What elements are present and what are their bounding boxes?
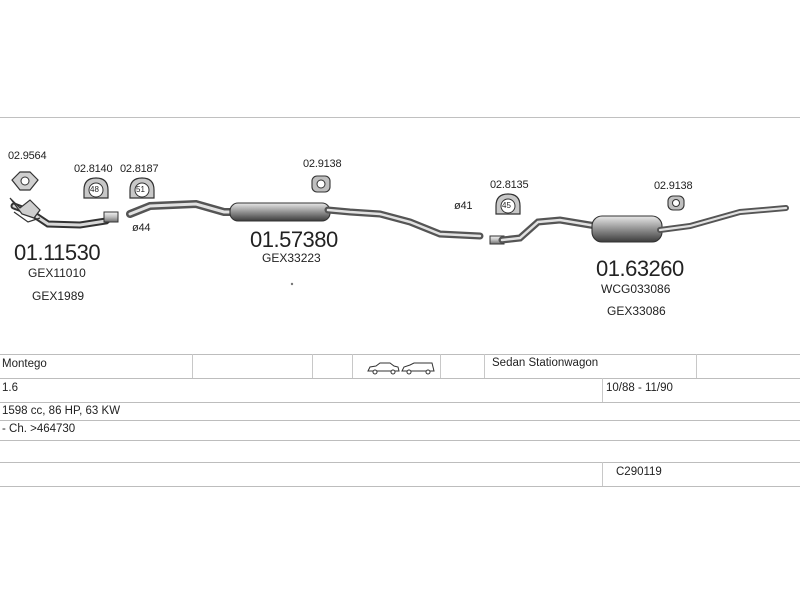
clamp-code-label: 02.9564 (8, 150, 47, 162)
clamp-ring-size: 51 (136, 185, 145, 194)
vehicle-spec: 1598 cc, 86 HP, 63 KW (2, 405, 121, 417)
band-clamp-rear-part (667, 195, 685, 211)
flange-gasket-part (11, 171, 39, 191)
vehicle-years: 10/88 - 11/90 (606, 382, 673, 394)
clamp-48-part (83, 177, 109, 199)
clamp-51-part (129, 177, 155, 199)
clamp-code-label: 02.9138 (654, 180, 693, 192)
clamp-code-label: 02.9138 (303, 158, 342, 170)
part-number-front: 01.11530 (14, 240, 101, 265)
middle-section-part (126, 199, 484, 240)
clamp-code-label: 02.8140 (74, 163, 113, 175)
part-ref-middle-1: GEX33223 (262, 251, 321, 265)
pipe-diameter-label: ø41 (454, 200, 473, 212)
part-number-rear: 01.63260 (596, 256, 684, 281)
band-clamp-middle-part (311, 175, 331, 193)
part-ref-front-2: GEX1989 (32, 289, 85, 303)
clamp-ring-size: 48 (90, 185, 99, 194)
vehicle-body-types: Sedan Stationwagon (492, 357, 599, 369)
vehicle-engine: 1.6 (2, 382, 18, 394)
part-ref-rear-2: GEX33086 (607, 304, 666, 318)
clamp-45-part (495, 193, 521, 215)
front-downpipe-part (9, 197, 119, 229)
clamp-code-label: 02.8187 (120, 163, 159, 175)
pipe-diameter-label: ø44 (132, 222, 151, 234)
part-number-middle: 01.57380 (250, 227, 338, 252)
top-separator (0, 117, 800, 118)
catalog-id: C290119 (616, 466, 662, 478)
exhaust-diagram-artwork (9, 171, 789, 286)
part-ref-rear-1: WCG033086 (601, 282, 671, 296)
clamp-ring-size: 45 (502, 201, 511, 210)
part-ref-front-1: GEX11010 (28, 266, 86, 280)
rear-section-part (489, 205, 789, 245)
vehicle-model: Montego (2, 358, 47, 370)
car-body-icon (367, 362, 435, 375)
clamp-code-label: 02.8135 (490, 179, 529, 191)
vehicle-chassis: - Ch. >464730 (2, 423, 76, 435)
